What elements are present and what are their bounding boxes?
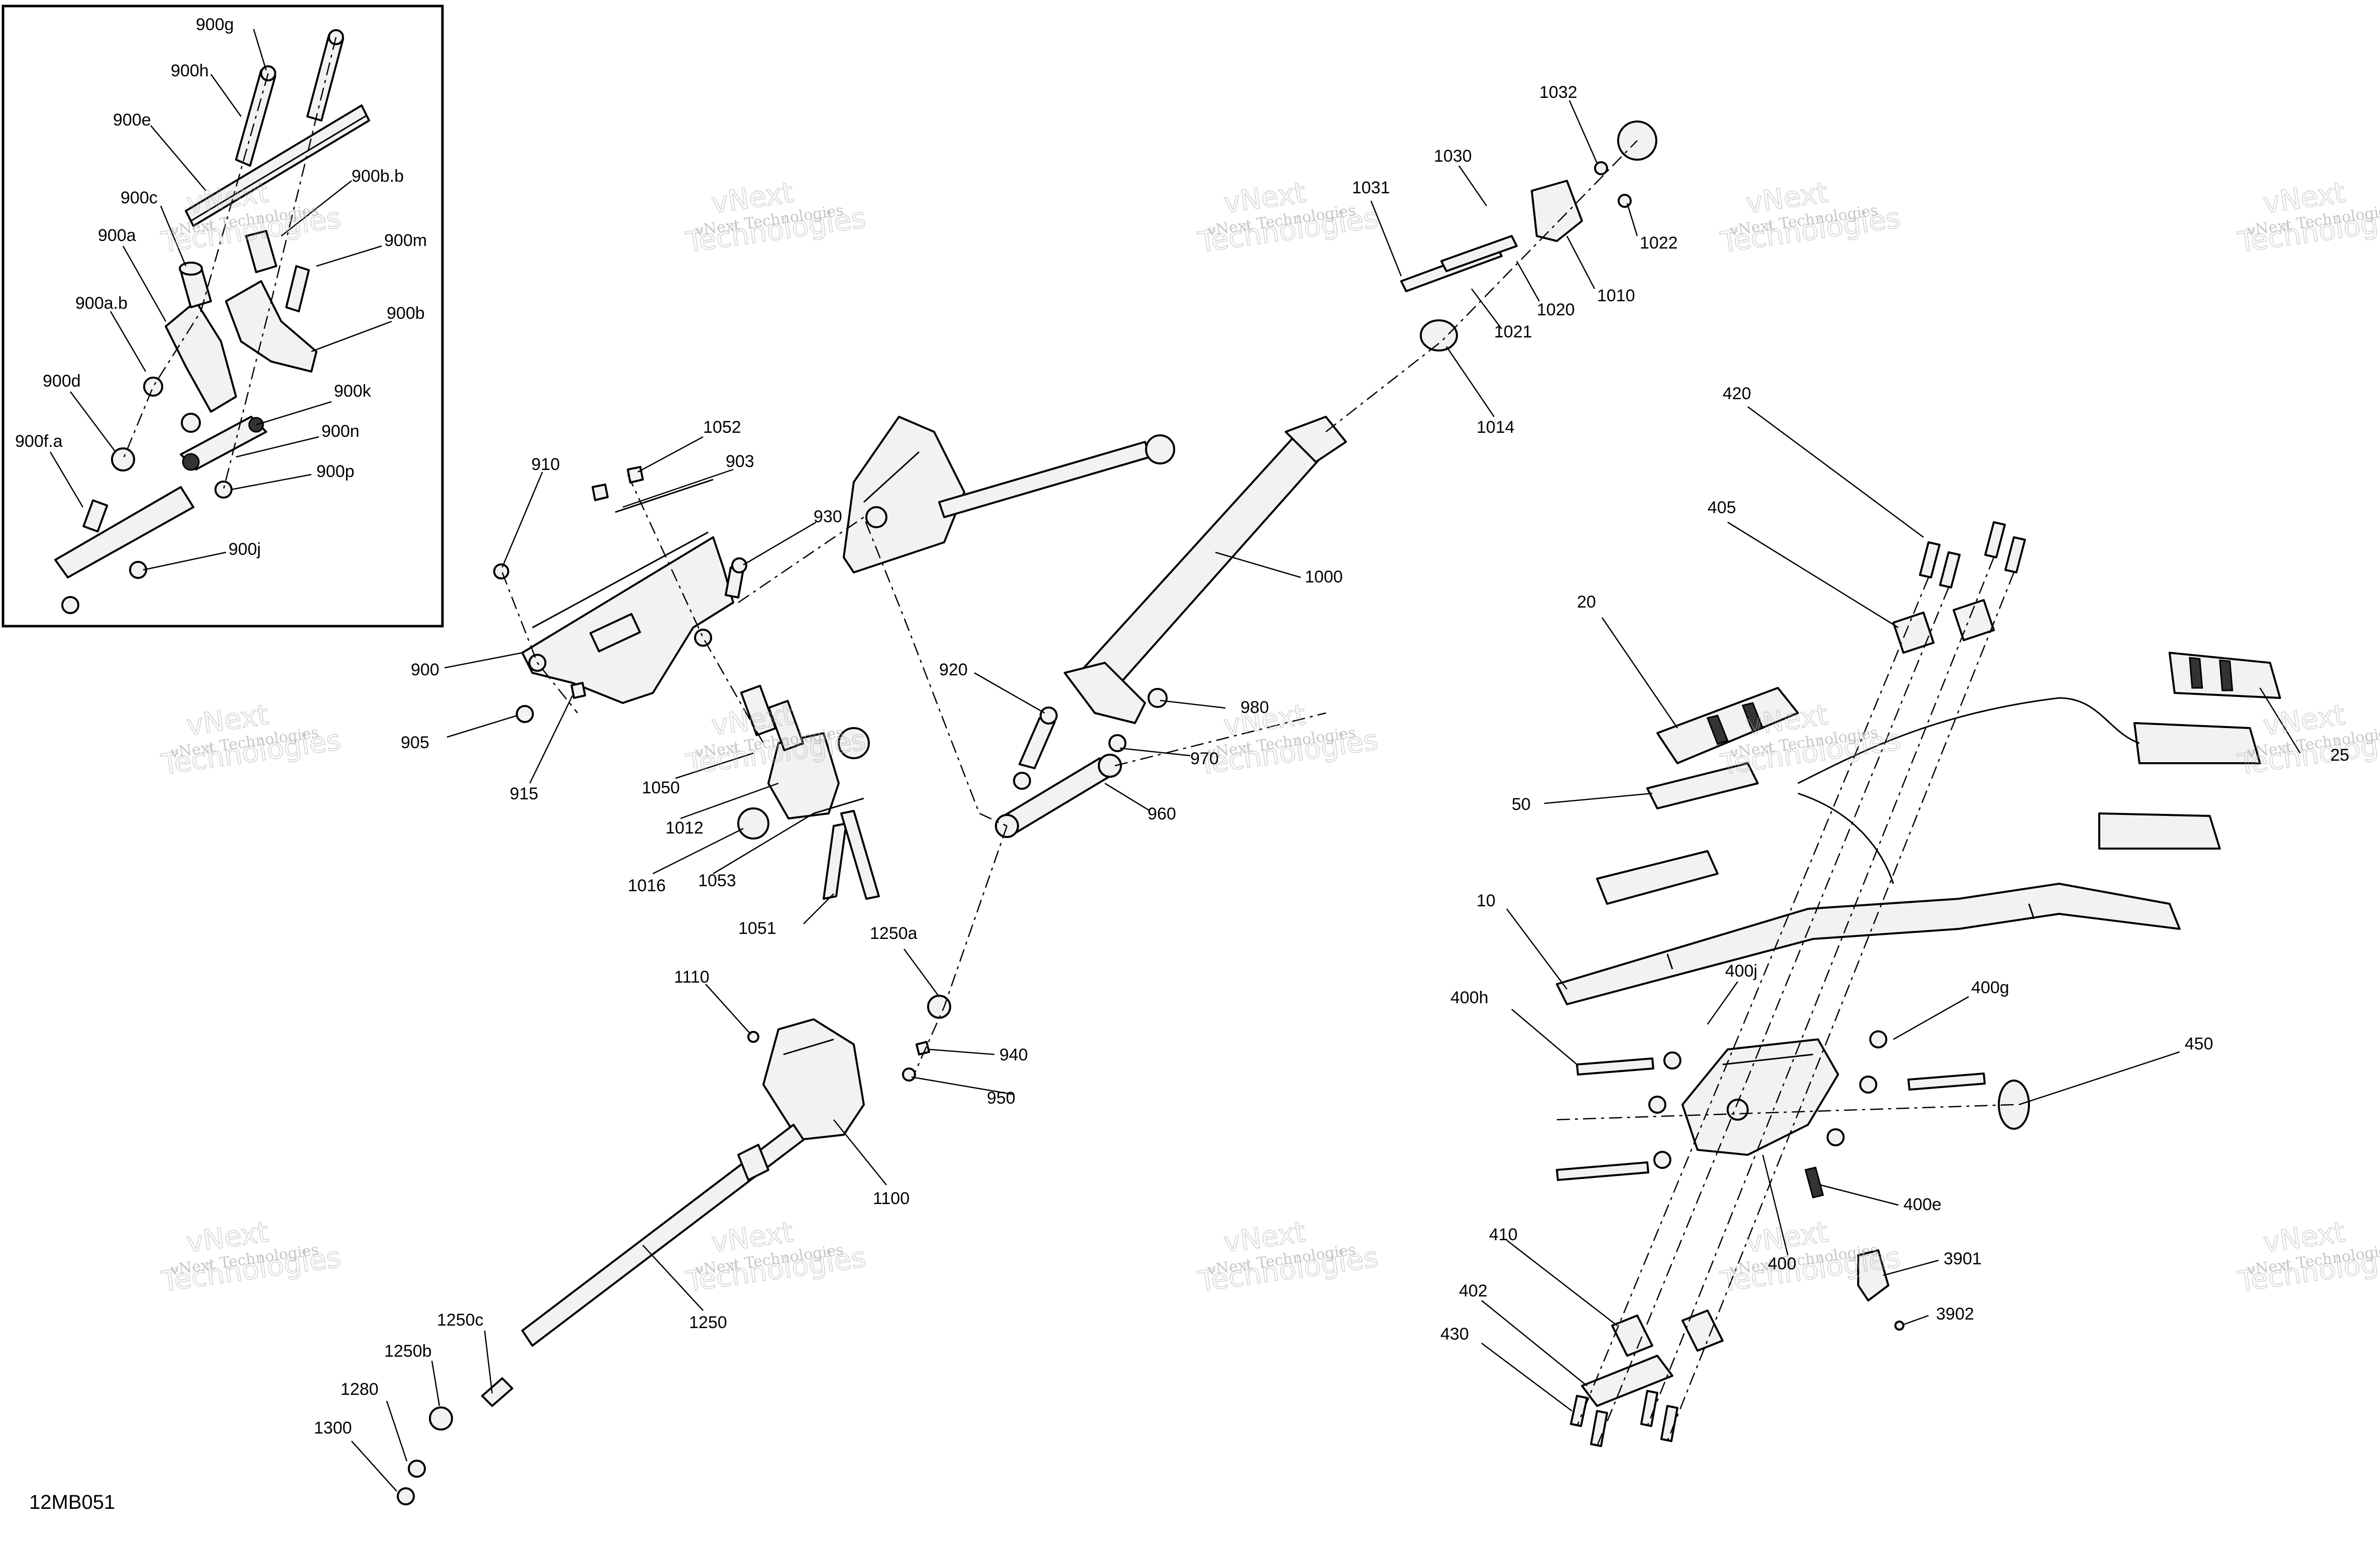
inset-panel	[2, 5, 444, 628]
callout-label: 10	[1477, 891, 1496, 910]
main-callouts: 1032 1030 1031 1022 1010 1020 1021 1014 …	[314, 83, 2349, 1438]
callout-label: 900j	[229, 540, 261, 559]
callout-label: 915	[510, 784, 538, 803]
callout-label: 450	[2185, 1034, 2213, 1053]
callout-label: 1300	[314, 1418, 352, 1438]
callout-label: 3901	[1944, 1249, 1982, 1268]
callout-label: 1051	[738, 919, 776, 938]
callout-label: 900f.a	[15, 432, 63, 451]
callout-label: 1250	[689, 1313, 727, 1332]
callout-label: 900h	[171, 61, 209, 80]
callout-label: 400e	[1903, 1195, 1942, 1214]
callout-label: 400	[1768, 1254, 1796, 1273]
callout-label: 402	[1459, 1281, 1488, 1300]
callout-label: 1032	[1539, 83, 1577, 102]
callout-label: 1012	[665, 818, 704, 838]
callout-label: 1250a	[870, 924, 918, 943]
callout-label: 1030	[1434, 147, 1472, 166]
callout-label: 900c	[121, 188, 158, 207]
right-assembly	[1481, 406, 2301, 1447]
callout-label: 900n	[321, 422, 360, 441]
callout-label: 1010	[1597, 286, 1635, 305]
callout-label: 900b.b	[352, 167, 404, 186]
callout-label: 1031	[1352, 178, 1390, 197]
left-assembly	[351, 100, 1657, 1505]
callout-label: 900b	[387, 304, 425, 323]
callout-label: 910	[531, 455, 560, 474]
callout-label: 1021	[1494, 322, 1532, 341]
callout-label: 950	[987, 1089, 1015, 1108]
callout-label: 405	[1708, 498, 1736, 517]
callout-label: 1250c	[437, 1311, 484, 1330]
callout-label: 920	[939, 660, 968, 679]
callout-label: 900k	[334, 382, 372, 401]
callout-label: 1020	[1537, 300, 1575, 319]
callout-label: 1000	[1305, 567, 1343, 586]
callout-label: 900g	[196, 15, 234, 34]
callout-label: 420	[1723, 384, 1751, 403]
callout-label: 1052	[703, 418, 741, 437]
callout-label: 900e	[113, 110, 151, 130]
callout-label: 1016	[628, 876, 666, 895]
callout-label: 980	[1240, 698, 1269, 717]
callout-label: 1100	[873, 1189, 910, 1208]
callout-label: 960	[1148, 804, 1176, 823]
callout-label: 903	[726, 452, 754, 471]
callout-label: 400j	[1725, 962, 1757, 981]
callout-label: 3902	[1936, 1304, 1974, 1324]
callout-label: 20	[1577, 592, 1596, 612]
callout-label: 400h	[1450, 988, 1489, 1007]
callout-label: 1110	[674, 968, 710, 987]
callout-label: 430	[1440, 1325, 1469, 1344]
callout-label: 1053	[698, 871, 736, 890]
callout-label: 1280	[341, 1380, 379, 1399]
callout-label: 410	[1489, 1225, 1518, 1244]
callout-label: 400g	[1971, 978, 2009, 997]
callout-label: 25	[2330, 746, 2349, 765]
callout-label: 900d	[43, 372, 81, 391]
callout-label: 930	[814, 507, 842, 526]
callout-label: 1250b	[384, 1342, 432, 1361]
inset-callouts: 900g 900h 900e 900c 900b.b 900m 900a 900…	[15, 15, 427, 559]
callout-label: 900a	[98, 226, 136, 245]
callout-label: 900m	[384, 231, 427, 250]
callout-label: 970	[1190, 749, 1219, 768]
callout-label: 905	[401, 733, 429, 752]
callout-label: 1014	[1477, 418, 1515, 437]
callout-label: 1022	[1640, 233, 1678, 253]
callout-label: 940	[999, 1045, 1028, 1064]
callout-label: 1050	[642, 778, 680, 797]
callout-label: 900p	[316, 462, 355, 481]
callout-label: 900	[411, 660, 439, 679]
diagram-code: 12MB051	[29, 1491, 115, 1513]
callout-label: 50	[1512, 795, 1531, 814]
callout-label: 900a.b	[75, 294, 128, 313]
